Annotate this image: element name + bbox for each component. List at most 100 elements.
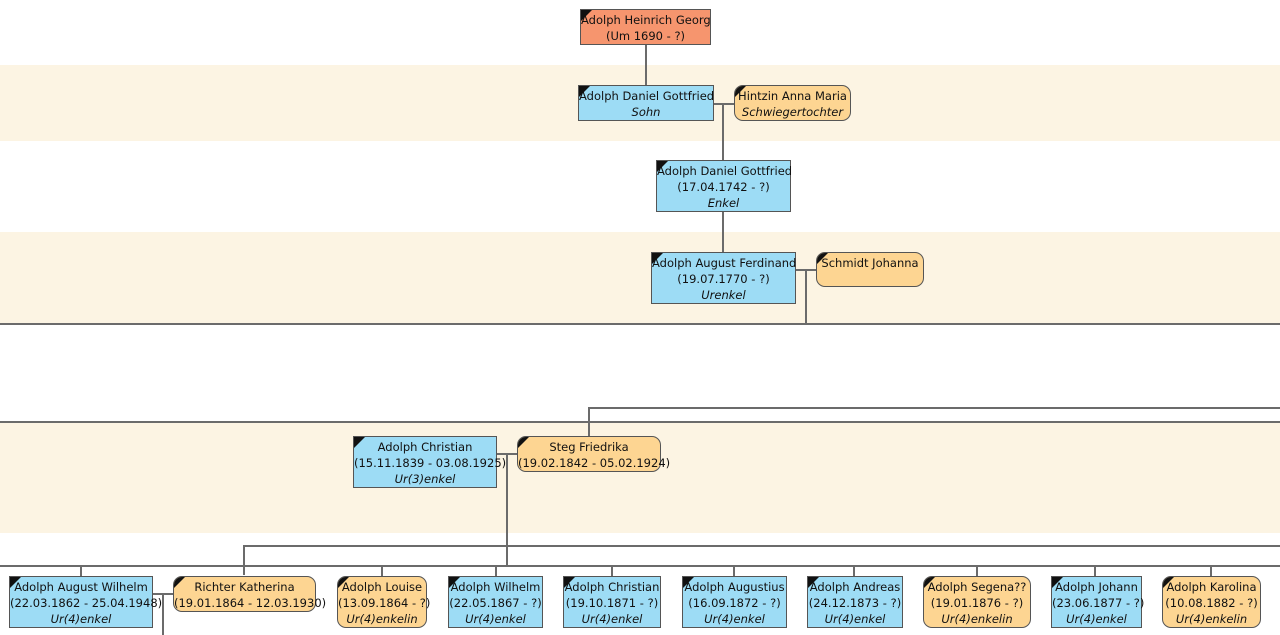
person-name: Adolph Daniel Gottfried <box>657 164 793 178</box>
deceased-marker-icon <box>579 86 590 97</box>
person-relation: Enkel <box>707 196 740 210</box>
person-relation: Urenkel <box>701 288 746 302</box>
deceased-marker-icon <box>518 437 529 448</box>
child-card[interactable]: Adolph August Wilhelm (22.03.1862 - 25.0… <box>9 576 163 628</box>
child-card[interactable]: Adolph Segena?? (19.01.1876 - ?) Ur(4)en… <box>923 576 1031 628</box>
person-name: Adolph Johann <box>1055 580 1138 594</box>
child-card[interactable]: Adolph Augustius (16.09.1872 - ?) Ur(4)e… <box>682 576 787 628</box>
person-dates: (22.05.1867 - ?) <box>449 596 542 610</box>
person-relation: Ur(4)enkel <box>50 612 112 626</box>
connector-line <box>243 545 1280 547</box>
spouse-card[interactable]: Richter Katherina (19.01.1864 - 12.03.19… <box>173 576 327 612</box>
person-name: Schmidt Johanna <box>821 256 919 270</box>
person-dates: (24.12.1873 - ?) <box>808 596 902 610</box>
person-name: Adolph August Ferdinand <box>652 256 797 270</box>
connector-line <box>162 593 164 635</box>
connector-line <box>495 565 497 576</box>
person-dates: (19.01.1876 - ?) <box>930 596 1024 610</box>
deceased-marker-icon <box>174 577 185 588</box>
connector-line <box>714 103 734 105</box>
connector-line <box>722 212 724 253</box>
connector-line <box>243 545 245 575</box>
deceased-marker-icon <box>735 86 746 97</box>
person-dates: (15.11.1839 - 03.08.1925) <box>354 456 507 470</box>
connector-line <box>80 565 82 576</box>
child-card[interactable]: Adolph Andreas (24.12.1873 - ?) Ur(4)enk… <box>807 576 903 628</box>
spouse-card[interactable]: Hintzin Anna Maria Schwiegertochter <box>734 85 851 121</box>
child-card[interactable]: Adolph Karolina (10.08.1882 - ?) Ur(4)en… <box>1162 576 1261 628</box>
connector-line <box>0 421 1280 423</box>
connector-line <box>853 565 855 576</box>
person-relation: Ur(4)enkel <box>1066 612 1127 626</box>
person-dates: (22.03.1862 - 25.04.1948) <box>10 596 163 610</box>
person-dates: (10.08.1882 - ?) <box>1165 596 1258 610</box>
person-name: Adolph Daniel Gottfried <box>579 89 715 103</box>
child-card[interactable]: Adolph Wilhelm (22.05.1867 - ?) Ur(4)enk… <box>448 576 543 628</box>
deceased-marker-icon <box>354 437 365 448</box>
deceased-marker-icon <box>449 577 460 588</box>
connector-line <box>733 565 735 576</box>
connector-line <box>1094 565 1096 576</box>
spouse-card[interactable]: Schmidt Johanna <box>816 252 924 287</box>
connector-line <box>805 269 807 325</box>
connector-line <box>645 45 647 85</box>
person-card[interactable]: Adolph Daniel Gottfried (17.04.1742 - ?)… <box>656 160 793 212</box>
person-name: Richter Katherina <box>194 580 295 594</box>
person-card[interactable]: Adolph August Ferdinand (19.07.1770 - ?)… <box>651 252 796 304</box>
person-name: Adolph Heinrich Georg <box>581 13 711 27</box>
child-card[interactable]: Adolph Christian (19.10.1871 - ?) Ur(4)e… <box>563 576 661 628</box>
spouse-card[interactable]: Steg Friedrika (19.02.1842 - 05.02.1924) <box>517 436 671 472</box>
person-name: Adolph Louise <box>341 580 423 594</box>
deceased-marker-icon <box>1052 577 1063 588</box>
person-dates: (19.10.1871 - ?) <box>565 596 659 610</box>
connector-line <box>976 565 978 576</box>
connector-line <box>506 453 508 566</box>
person-name: Steg Friedrika <box>549 440 629 454</box>
person-dates: (23.06.1877 - ?) <box>1052 596 1145 610</box>
person-name: Adolph Christian <box>564 580 660 594</box>
person-relation: Ur(4)enkelin <box>1175 612 1248 626</box>
person-relation: Ur(4)enkelin <box>346 612 418 626</box>
deceased-marker-icon <box>338 577 349 588</box>
connector-line <box>611 565 613 576</box>
deceased-marker-icon <box>564 577 575 588</box>
person-relation: Ur(4)enkel <box>465 612 526 626</box>
person-dates: (16.09.1872 - ?) <box>688 596 781 610</box>
person-name: Adolph August Wilhelm <box>14 580 148 594</box>
connector-line <box>588 407 1280 409</box>
person-name: Adolph Augustius <box>684 580 785 594</box>
child-card[interactable]: Adolph Louise (13.09.1864 - ?) Ur(4)enke… <box>337 576 431 628</box>
deceased-marker-icon <box>657 161 668 172</box>
connector-line <box>1210 565 1212 576</box>
deceased-marker-icon <box>924 577 935 588</box>
deceased-marker-icon <box>652 253 663 264</box>
person-dates: (19.02.1842 - 05.02.1924) <box>518 456 671 470</box>
person-dates: (17.04.1742 - ?) <box>677 180 770 194</box>
deceased-marker-icon <box>581 10 592 21</box>
person-dates: (13.09.1864 - ?) <box>338 596 431 610</box>
person-name: Adolph Andreas <box>809 580 901 594</box>
person-name: Adolph Karolina <box>1166 580 1257 594</box>
connector-line <box>722 103 724 161</box>
person-relation: Ur(4)enkel <box>824 612 886 626</box>
deceased-marker-icon <box>817 253 828 264</box>
person-card-root[interactable]: Adolph Heinrich Georg (Um 1690 - ?) <box>580 9 711 45</box>
person-card[interactable]: Adolph Daniel Gottfried Sohn <box>578 85 714 121</box>
person-name: Adolph Wilhelm <box>450 580 541 594</box>
person-relation: Schwiegertochter <box>741 105 844 119</box>
person-dates: (19.01.1864 - 12.03.1930) <box>174 596 327 610</box>
person-name: Hintzin Anna Maria <box>738 89 847 103</box>
person-relation: Ur(4)enkel <box>704 612 765 626</box>
person-card[interactable]: Adolph Christian (15.11.1839 - 03.08.192… <box>353 436 507 488</box>
person-name: Adolph Christian <box>377 440 473 454</box>
connector-line <box>0 565 1280 567</box>
person-dates: (Um 1690 - ?) <box>605 29 686 43</box>
person-relation: Ur(4)enkelin <box>941 612 1013 626</box>
person-relation: Ur(4)enkel <box>581 612 643 626</box>
child-card[interactable]: Adolph Johann (23.06.1877 - ?) Ur(4)enke… <box>1051 576 1145 628</box>
person-relation: Ur(3)enkel <box>394 472 456 486</box>
deceased-marker-icon <box>10 577 21 588</box>
connector-line <box>381 565 383 576</box>
connector-line <box>0 323 1280 325</box>
deceased-marker-icon <box>683 577 694 588</box>
